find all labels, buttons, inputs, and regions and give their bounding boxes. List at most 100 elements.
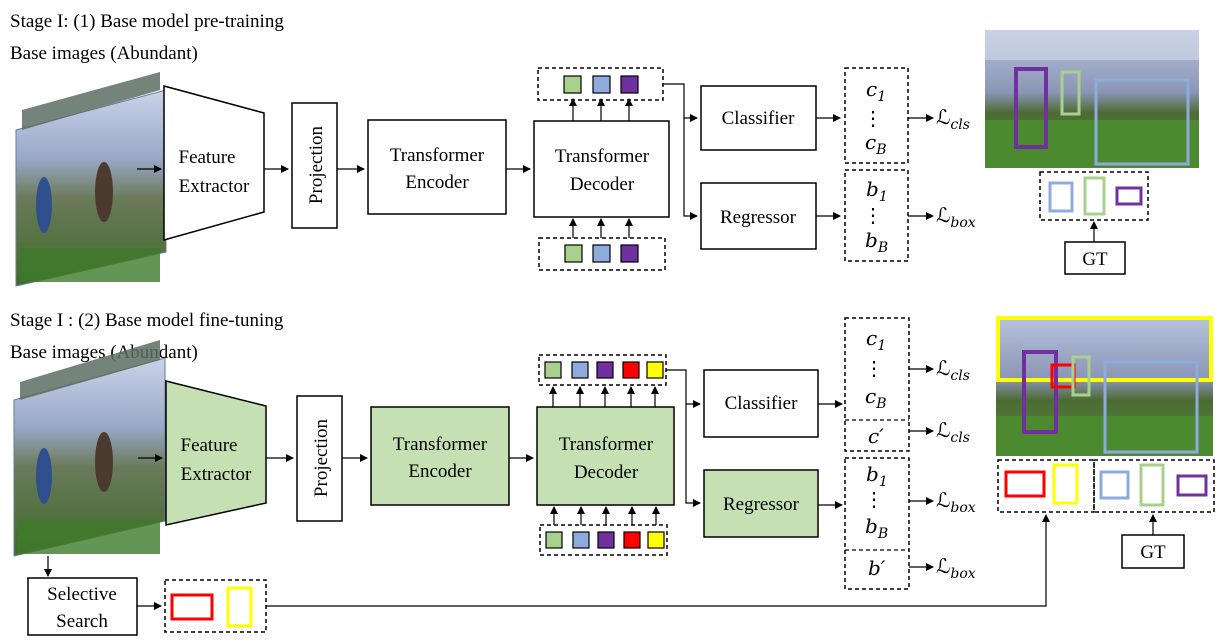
stage1-encoder-label-2: Encoder bbox=[405, 172, 469, 193]
stage1-gt-label: GT bbox=[1082, 249, 1108, 270]
stage1-encoder-label-1: Transformer bbox=[390, 145, 485, 166]
stage1-feature-extractor-label-1: Feature bbox=[179, 147, 236, 168]
stage2-loss-cls-2: ℒcls bbox=[936, 418, 970, 446]
stage2-decoder bbox=[536, 406, 675, 506]
stage1-cB: cB bbox=[865, 130, 887, 158]
stage2-feature-extractor bbox=[165, 380, 267, 526]
stage2-encoder-label-1: Transformer bbox=[393, 434, 488, 455]
stage2-regressor-label: Regressor bbox=[723, 494, 800, 515]
stage2-token-green-top bbox=[544, 361, 562, 379]
stage2-query-tokens bbox=[539, 524, 668, 556]
stage2-c-dots: ⋮ bbox=[864, 356, 884, 380]
stage2-projection-label: Projection bbox=[311, 418, 332, 497]
stage1-b-dots: ⋮ bbox=[863, 203, 883, 227]
arrow-proposals-to-pseudo-gt bbox=[266, 514, 1050, 607]
stage1-regressor-label: Regressor bbox=[720, 207, 797, 228]
stage1-token-green-top bbox=[563, 75, 582, 94]
stage2-encoder-label-2: Encoder bbox=[408, 461, 472, 482]
stage2-pseudo-boxes bbox=[997, 459, 1095, 513]
stage2-token-yellow-top bbox=[646, 361, 664, 379]
stage2-gt-box-green bbox=[1139, 463, 1165, 507]
stage1-gt-box bbox=[1064, 241, 1126, 275]
arrow-tokens-to-classifier-1 bbox=[663, 83, 698, 122]
stage2-c-prime: c′ bbox=[868, 424, 884, 448]
arrow-tokens-to-classifier-2 bbox=[666, 369, 701, 408]
stage1-query-green bbox=[564, 244, 583, 263]
stage2-gt-box-blue bbox=[1099, 470, 1130, 500]
stage2-box-outputs bbox=[844, 457, 910, 590]
stage1-token-blue-top bbox=[592, 75, 611, 94]
stage2-query-blue bbox=[572, 531, 590, 549]
stage1-b1: b1 bbox=[866, 177, 888, 205]
stage1-projection-label: Projection bbox=[306, 125, 327, 204]
arrow-tokens-to-regressor-2 bbox=[685, 404, 701, 507]
stage1-token-purple-top bbox=[620, 75, 639, 94]
stage1-gt-box-blue bbox=[1048, 181, 1074, 213]
stage2-classifier-label: Classifier bbox=[725, 393, 798, 414]
stage2-loss-box-1: ℒbox bbox=[936, 488, 976, 516]
stage2-input-image bbox=[13, 340, 166, 557]
stage2-query-red bbox=[623, 531, 641, 549]
stage2-loss-cls-1: ℒcls bbox=[936, 356, 970, 384]
stage2-query-yellow bbox=[647, 531, 665, 549]
stage2-feature-extractor-label-2: Extractor bbox=[181, 464, 252, 485]
stage1-projection bbox=[291, 102, 338, 229]
stage1-feature-extractor bbox=[163, 85, 265, 241]
stage2-class-outputs bbox=[844, 317, 910, 452]
stage1-encoder bbox=[367, 119, 507, 215]
stage1-decoder-label-1: Transformer bbox=[555, 146, 650, 167]
stage2-token-purple-top bbox=[596, 361, 614, 379]
stage2-c1: c1 bbox=[866, 326, 886, 354]
stage2-pseudo-box-red bbox=[1004, 470, 1046, 498]
stage2-b1: b1 bbox=[866, 462, 888, 490]
stage1-gt-boxes bbox=[1039, 171, 1149, 221]
proposal-box-yellow bbox=[226, 586, 253, 628]
stage1-gt-box-purple bbox=[1115, 186, 1143, 206]
stage1-subtitle: Base images (Abundant) bbox=[10, 43, 198, 64]
stage2-gt-boxes bbox=[1093, 459, 1215, 513]
stage2-gt-box bbox=[1121, 534, 1185, 569]
stage2-query-purple bbox=[597, 531, 615, 549]
stage2-token-blue-top bbox=[571, 361, 589, 379]
arrow-tokens-to-regressor-1 bbox=[683, 118, 698, 220]
stage2-gt-label: GT bbox=[1140, 542, 1166, 563]
stage2-b-dots: ⋮ bbox=[864, 487, 884, 511]
stage2-classifier bbox=[703, 369, 819, 438]
stage2-gt-image bbox=[996, 316, 1213, 456]
stage2-bB: bB bbox=[865, 514, 888, 542]
proposal-box-red bbox=[170, 593, 214, 621]
stage1-bB: bB bbox=[865, 228, 888, 256]
stage2-encoder bbox=[370, 406, 510, 506]
stage2-loss-box-2: ℒbox bbox=[936, 554, 976, 582]
stage1-gt-box-green bbox=[1083, 176, 1106, 216]
stage1-decoder-label-2: Decoder bbox=[570, 174, 635, 195]
stage1-loss-cls: ℒcls bbox=[936, 105, 970, 133]
stage2-decoder-label-2: Decoder bbox=[574, 462, 639, 483]
stage2-pseudo-box-yellow bbox=[1052, 463, 1079, 505]
stage1-classifier-label: Classifier bbox=[722, 108, 795, 129]
stage2-b-prime: b′ bbox=[868, 556, 886, 580]
stage1-query-purple bbox=[620, 244, 639, 263]
stage1-loss-box: ℒbox bbox=[936, 203, 976, 231]
stage2-cB: cB bbox=[865, 384, 887, 412]
stage2-regressor bbox=[703, 469, 819, 538]
stage1-gt-image bbox=[985, 30, 1199, 168]
stage1-c-dots: ⋮ bbox=[863, 106, 883, 130]
stage1-query-tokens bbox=[538, 237, 666, 271]
stage1-feature-extractor-label-2: Extractor bbox=[179, 176, 250, 197]
stage2-decoder-label-1: Transformer bbox=[559, 434, 654, 455]
stage1-query-blue bbox=[592, 244, 611, 263]
stage1-decoder bbox=[533, 120, 670, 218]
stage2-title: Stage I : (2) Base model fine-tuning bbox=[10, 310, 284, 331]
stage1-c1: c1 bbox=[866, 77, 886, 105]
stage2-query-green bbox=[545, 531, 563, 549]
stage2-gt-box-purple bbox=[1176, 474, 1208, 497]
stage1-title: Stage I: (1) Base model pre-training bbox=[10, 11, 284, 32]
stage2-token-red-top bbox=[622, 361, 640, 379]
selective-search-label-1: Selective bbox=[47, 584, 117, 605]
stage2-feature-extractor-label-1: Feature bbox=[181, 435, 238, 456]
stage1-classifier bbox=[700, 85, 817, 151]
stage1-input-image bbox=[15, 72, 167, 287]
selective-search-label-2: Search bbox=[56, 611, 108, 632]
stage1-class-outputs bbox=[844, 67, 909, 164]
